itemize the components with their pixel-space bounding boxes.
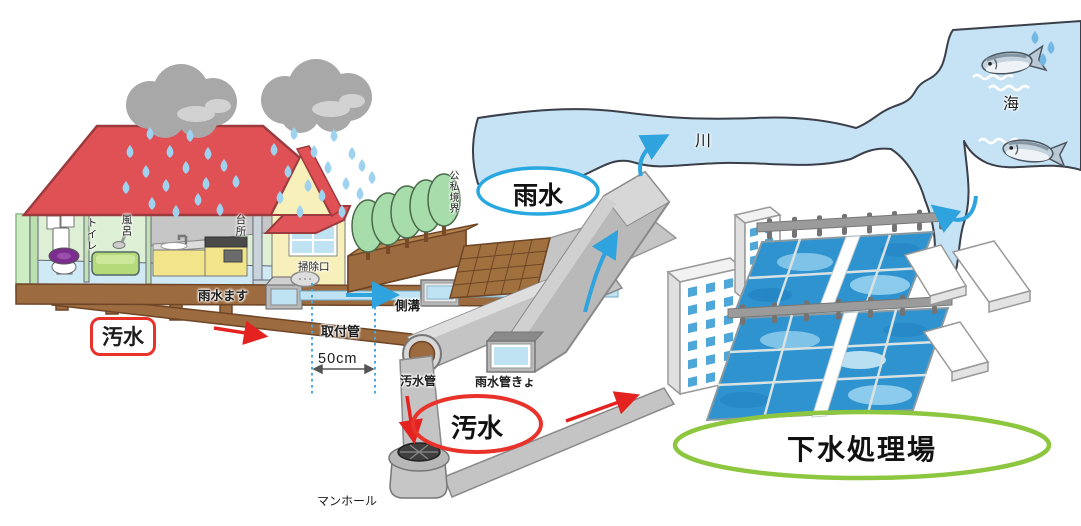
treatment-pool xyxy=(705,306,950,422)
sewage-oval xyxy=(411,394,543,454)
label-sea: 海 xyxy=(1003,96,1020,113)
house xyxy=(15,124,352,301)
label-boundary: 公私境界 xyxy=(447,170,458,214)
pipe-to-plant xyxy=(443,387,676,498)
label-cleanout: 掃除口 xyxy=(298,261,330,273)
label-kitchen: 台所 xyxy=(234,214,247,237)
highlight-ovals xyxy=(411,166,1052,481)
trees xyxy=(351,173,461,253)
sea-outflow-arrow xyxy=(930,195,978,233)
label-bath: 風呂 xyxy=(120,214,133,237)
sewage-to-plant-arrow xyxy=(565,391,640,423)
rainwater-conduit-channel xyxy=(485,170,671,373)
tree-trunks xyxy=(366,222,446,260)
label-river: 川 xyxy=(695,133,712,150)
plant-oval xyxy=(672,409,1052,481)
sewage-oval-label: 汚水 xyxy=(450,413,503,443)
sewage-flow-arrow xyxy=(213,320,269,345)
flow-arrows xyxy=(213,134,978,445)
fish-icon xyxy=(1002,139,1068,169)
conduit-flow-arrow xyxy=(583,229,619,313)
hedge xyxy=(15,213,31,291)
roof xyxy=(21,124,302,217)
label-sewage-pipe: 汚水管 xyxy=(400,374,437,388)
label-rain-basin: 雨水ます xyxy=(198,289,249,303)
distance-arrow xyxy=(312,363,375,375)
label-distance-50cm: 50cm xyxy=(318,351,358,367)
plant-building xyxy=(666,257,744,396)
ground-cross-section xyxy=(15,270,619,394)
rainwater-oval xyxy=(476,166,600,216)
rain-clouds xyxy=(122,59,376,218)
plant-oval-label: 下水処理場 xyxy=(786,434,937,465)
label-rainwater-conduit: 雨水管きょ xyxy=(475,375,536,389)
rainwater-conduit-cut-end xyxy=(485,331,545,373)
kitchen-counter xyxy=(152,234,248,277)
paved-grid xyxy=(449,237,551,299)
label-gutter: 側溝 xyxy=(395,299,421,313)
treatment-pool xyxy=(733,230,935,314)
side-gutter xyxy=(420,279,460,307)
sewage-badge: 汚水 xyxy=(90,317,156,356)
rainwater-oval-label: 雨水 xyxy=(512,182,563,210)
label-connecting-pipe: 取付管 xyxy=(321,324,361,339)
label-manhole: マンホール xyxy=(317,494,378,508)
walkway-bar xyxy=(727,293,953,326)
settling-tanks xyxy=(903,240,1032,382)
toilet-fixture xyxy=(46,213,80,275)
river-inflow-arrow xyxy=(638,134,670,177)
river-and-sea xyxy=(472,20,1081,285)
treatment-plant xyxy=(666,206,1032,422)
sea-waves xyxy=(972,73,1030,145)
bathtub-fixture xyxy=(91,219,140,276)
label-toilet: トイレ xyxy=(85,217,98,252)
